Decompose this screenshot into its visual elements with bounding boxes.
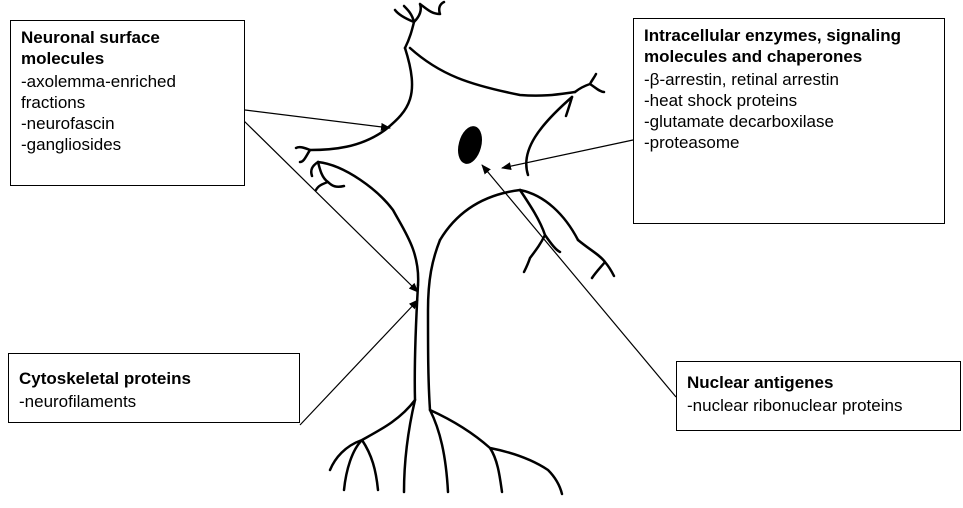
surface-molecules-list: -axolemma-enriched fractions -neurofasci… [21, 71, 236, 155]
pointer-surface-to-membrane [245, 110, 390, 128]
list-item: -neurofilaments [19, 391, 291, 412]
list-item: -nuclear ribonuclear proteins [687, 395, 952, 416]
surface-molecules-title: Neuronal surface molecules [21, 27, 236, 69]
list-item: -neurofascin [21, 113, 236, 134]
list-item: -β-arrestin, retinal arrestin [644, 69, 936, 90]
nuclear-antigenes-list: -nuclear ribonuclear proteins [687, 395, 952, 416]
intracellular-enzymes-title: Intracellular enzymes, signaling molecul… [644, 25, 936, 67]
nuclear-antigenes-title: Nuclear antigenes [687, 372, 952, 393]
list-item: -axolemma-enriched fractions [21, 71, 236, 113]
axon-terminals [330, 400, 562, 494]
pointer-surface-to-axon [240, 117, 418, 292]
pointer-enzymes-to-cytoplasm [502, 140, 633, 168]
pointer-cyto-to-axon [300, 300, 418, 425]
dendrite-right-upper [566, 74, 604, 116]
neuron-drawing [296, 2, 614, 494]
surface-molecules-box: Neuronal surface molecules -axolemma-enr… [10, 20, 245, 186]
list-item: -proteasome [644, 132, 936, 153]
cytoskeletal-proteins-title: Cytoskeletal proteins [19, 368, 291, 389]
list-item: -heat shock proteins [644, 90, 936, 111]
nucleus [456, 125, 485, 165]
cytoskeletal-proteins-list: -neurofilaments [19, 391, 291, 412]
list-item: -glutamate decarboxilase [644, 111, 936, 132]
list-item: -gangliosides [21, 134, 236, 155]
cytoskeletal-proteins-box: Cytoskeletal proteins -neurofilaments [8, 353, 300, 423]
axon [415, 240, 440, 410]
soma-outline [310, 48, 578, 285]
dendrite-top [395, 2, 444, 48]
dendrite-left [296, 147, 344, 190]
nuclear-antigenes-box: Nuclear antigenes -nuclear ribonuclear p… [676, 361, 961, 431]
intracellular-enzymes-box: Intracellular enzymes, signaling molecul… [633, 18, 945, 224]
dendrite-right-lower [520, 190, 614, 278]
intracellular-enzymes-list: -β-arrestin, retinal arrestin -heat shoc… [644, 69, 936, 153]
